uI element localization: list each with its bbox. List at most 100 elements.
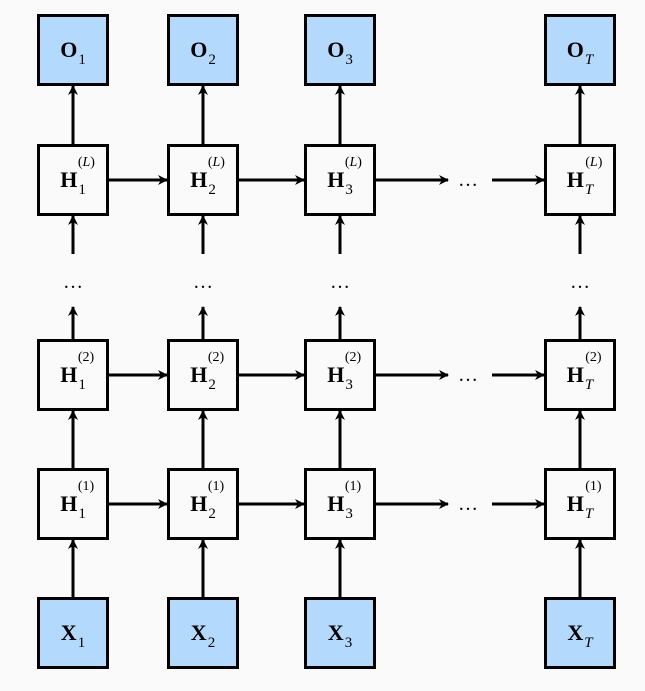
time-step-subscript: 1 <box>77 635 86 651</box>
node-label: HT(1) <box>566 479 602 522</box>
paren-close: ) <box>219 350 225 365</box>
horizontal-ellipsis-hidden_2: … <box>458 364 478 386</box>
paren-close: ) <box>219 479 225 494</box>
layer-index: 1 <box>82 479 90 494</box>
paren-open: ( <box>77 155 83 170</box>
time-step-subscript: 2 <box>207 635 216 651</box>
input-node-T: XT <box>544 597 616 669</box>
output-node-3: O3 <box>304 14 376 86</box>
paren-close: ) <box>89 350 95 365</box>
node-symbol: X <box>567 620 584 645</box>
layer-superscript: (L) <box>585 155 602 171</box>
node-label: HT(2) <box>567 350 602 393</box>
node-label: H2(2) <box>190 350 224 393</box>
hidden-node-T-layer-1: HT(1) <box>544 468 616 540</box>
layer-superscript: (1) <box>345 479 361 495</box>
node-label: H1(1) <box>60 479 94 522</box>
hidden-node-3-layer-1: H3 (1) <box>304 468 376 540</box>
input-node-2: X2 <box>167 597 239 669</box>
hidden-node-T-layer-L: HT (L) <box>544 144 616 216</box>
paren-close: ) <box>356 350 362 365</box>
time-step-subscript: 2 <box>208 506 216 522</box>
layer-superscript: (1) <box>585 479 601 495</box>
paren-open: ( <box>77 350 83 365</box>
hidden-node-3-layer-2: H3 (2) <box>304 339 376 411</box>
hidden-node-1-layer-2: H1(2) <box>37 339 109 411</box>
paren-open: ( <box>585 350 590 365</box>
layer-superscript: (2) <box>345 350 361 366</box>
node-symbol: H <box>190 167 208 192</box>
vertical-ellipsis-T: … <box>570 271 590 293</box>
node-symbol: H <box>60 491 78 516</box>
node-label: HT (L) <box>566 155 603 198</box>
node-symbol: H <box>60 362 78 387</box>
node-symbol: O <box>60 37 78 62</box>
layer-index: 2 <box>212 350 220 365</box>
layer-index: 2 <box>349 350 357 365</box>
layer-index: 1 <box>349 479 357 494</box>
time-step-subscript: 1 <box>78 52 86 68</box>
layer-index: 1 <box>589 479 597 494</box>
node-label: H2(1) <box>190 479 224 522</box>
horizontal-ellipsis-hidden_L: … <box>458 169 478 191</box>
time-step-subscript: 1 <box>78 506 86 522</box>
hidden-node-1-layer-L: H1 (L) <box>37 144 109 216</box>
hidden-node-3-layer-L: H3 (L) <box>304 144 376 216</box>
hidden-node-2-layer-L: H2 (L) <box>167 144 239 216</box>
time-step-subscript: 3 <box>345 506 353 522</box>
time-step-subscript: 2 <box>208 377 216 393</box>
layer-superscript: (L) <box>208 155 225 171</box>
node-label: X2 <box>191 620 215 651</box>
output-node-1: O1 <box>37 14 109 86</box>
paren-open: ( <box>77 479 83 494</box>
time-step-subscript: T <box>584 377 594 393</box>
time-step-subscript: 1 <box>78 182 86 198</box>
node-symbol: H <box>327 491 345 516</box>
paren-close: ) <box>89 479 95 494</box>
layer-index: L <box>349 155 358 170</box>
layer-index: L <box>212 155 221 170</box>
paren-close: ) <box>90 155 95 170</box>
time-step-subscript: 3 <box>344 635 353 651</box>
input-node-1: X1 <box>37 597 109 669</box>
time-step-subscript: T <box>584 635 593 651</box>
node-symbol: O <box>566 37 584 62</box>
node-symbol: X <box>327 620 344 645</box>
time-step-subscript: 2 <box>208 182 216 198</box>
time-step-subscript: 3 <box>345 182 353 198</box>
node-symbol: H <box>327 167 345 192</box>
node-symbol: H <box>60 167 78 192</box>
node-symbol: H <box>327 362 345 387</box>
node-symbol: O <box>327 37 345 62</box>
paren-open: ( <box>344 350 350 365</box>
paren-open: ( <box>207 479 213 494</box>
node-symbol: H <box>190 491 208 516</box>
output-node-2: O2 <box>167 14 239 86</box>
vertical-ellipsis-1: … <box>63 271 83 293</box>
node-label: O2 <box>190 37 216 68</box>
time-step-subscript: T <box>584 182 594 198</box>
paren-close: ) <box>596 479 602 494</box>
node-symbol: H <box>566 491 584 516</box>
layer-index: 2 <box>82 350 90 365</box>
layer-superscript: (2) <box>208 350 224 366</box>
paren-open: ( <box>344 155 350 170</box>
paren-close: ) <box>597 155 603 170</box>
time-step-subscript: 3 <box>345 52 353 68</box>
node-label: OT <box>566 37 593 68</box>
hidden-node-2-layer-1: H2(1) <box>167 468 239 540</box>
layer-superscript: (2) <box>585 350 601 366</box>
node-symbol: H <box>566 167 584 192</box>
vertical-ellipsis-3: … <box>330 271 350 293</box>
layer-index: L <box>82 155 91 170</box>
node-label: XT <box>567 620 592 651</box>
time-step-subscript: 2 <box>208 52 216 68</box>
layer-superscript: (1) <box>78 479 94 495</box>
node-label: X1 <box>61 620 85 651</box>
node-label: H1 (L) <box>60 155 95 198</box>
paren-open: ( <box>207 155 213 170</box>
layer-superscript: (L) <box>345 155 362 171</box>
hidden-node-T-layer-2: HT(2) <box>544 339 616 411</box>
time-step-subscript: 3 <box>345 377 353 393</box>
